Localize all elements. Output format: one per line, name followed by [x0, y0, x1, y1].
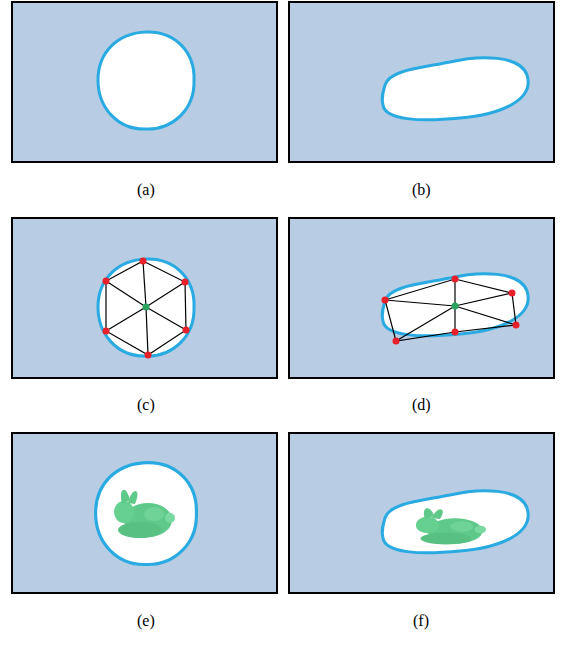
panel [12, 218, 277, 378]
panel [12, 2, 277, 162]
panel-label: (b) [412, 181, 431, 199]
panel-label: (c) [137, 396, 155, 414]
panel-label: (f) [413, 612, 429, 630]
panel-label: (a) [137, 181, 155, 199]
panel [289, 218, 554, 378]
triangle-mesh [106, 261, 516, 355]
panel [289, 2, 554, 162]
panel [12, 433, 277, 593]
panel-label: (e) [137, 612, 155, 630]
vertex-dots [103, 258, 520, 359]
panel [289, 433, 554, 593]
panel-label: (d) [412, 396, 431, 414]
